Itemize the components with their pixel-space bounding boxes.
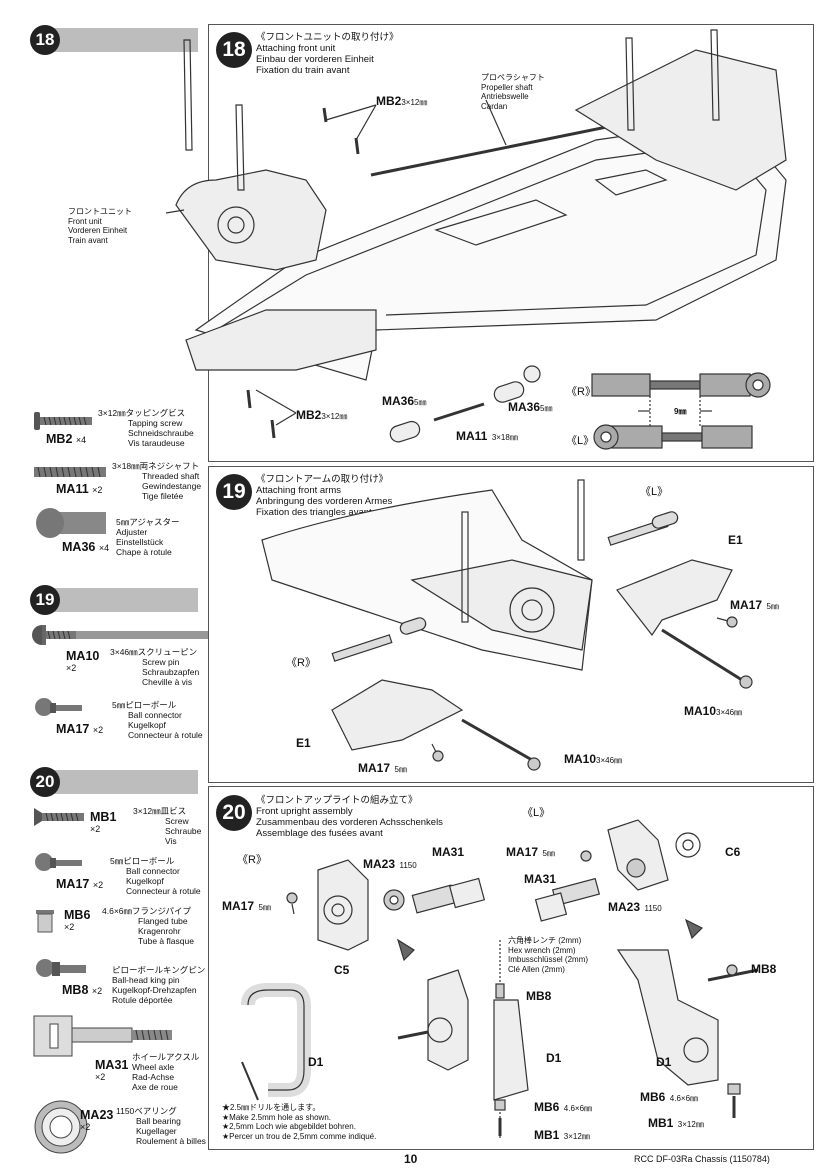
mb8-king-pin-icon: [36, 959, 86, 977]
step20-ma23-right-label: MA23 1150: [608, 900, 662, 914]
step18-sidebar-number: 18: [30, 25, 60, 55]
sidebar-mb8-desc: ピローボールキングピン Ball-head king pin Kugelkopf…: [112, 965, 206, 1005]
step20-ma31-right-label: MA31: [524, 872, 557, 886]
step20-d1-mid-label: D1: [546, 1051, 562, 1065]
step19-e1-top-label: E1: [728, 533, 743, 547]
sidebar-ma10-desc: 3×46㎜スクリューピン Screw pin Schraubzapfen Che…: [110, 647, 200, 687]
page-number: 10: [404, 1152, 418, 1166]
step20-ma23-left-label: MA23 1150: [363, 857, 417, 871]
sidebar-mb1-desc: 3×12㎜皿ビス Screw Schraube Vis: [133, 806, 202, 846]
step18-r-mark: 《R》: [566, 386, 596, 398]
mb1-screw-icon: [34, 808, 84, 826]
sidebar-part-ma11: MA11 ×2: [56, 482, 103, 496]
sidebar-part-mb1: MB1×2: [90, 810, 117, 834]
step20-mb8-mid-label: MB8: [526, 989, 552, 1003]
ma23-ball-bearing-icon: [34, 1100, 88, 1154]
ma17-ball-connector-icon: [35, 698, 82, 716]
sidebar-ma11-desc: 3×18㎜両ネジシャフト Threaded shaft Gewindestang…: [112, 461, 202, 501]
step20-c5-label: C5: [334, 963, 350, 977]
step20-mb1-mid-label: MB1 3×12㎜: [534, 1128, 590, 1142]
step18-ma11-label: MA11 3×18㎜: [456, 429, 518, 443]
step18-chassis-drawing: [165, 29, 787, 439]
step20-d1-left-label: D1: [308, 1055, 324, 1069]
sidebar-ma17-20-desc: 5㎜ピローボール Ball connector Kugelkopf Connec…: [110, 856, 201, 896]
sidebar-ma23-desc: 1150ベアリング Ball bearing Kugellager Roulem…: [116, 1106, 206, 1146]
step19-sidebar-number: 19: [30, 585, 60, 615]
step18-number: 18: [216, 32, 252, 68]
sidebar-part-ma17: MA17 ×2: [56, 722, 104, 736]
sidebar-part-ma31: MA31×2: [95, 1058, 129, 1082]
sidebar-part-mb8: MB8 ×2: [62, 983, 103, 997]
step19-l-mark: 《L》: [640, 486, 669, 498]
step20-ma17-right-label: MA17 5㎜: [506, 845, 555, 859]
step20-c6-label: C6: [725, 845, 741, 859]
mb2-tapping-screw-icon: [34, 412, 92, 430]
sidebar-ma17-desc: 5㎜ピローボール Ball connector Kugelkopf Connec…: [112, 700, 203, 740]
sidebar-mb2-desc: 3×12㎜タッピングビス Tapping screw Schneidschrau…: [98, 408, 194, 448]
step20-mb1-right-label: MB1 3×12㎜: [648, 1116, 704, 1130]
sidebar-part-mb6: MB6×2: [64, 908, 91, 932]
step18-ma36-right-label: MA365㎜: [508, 400, 553, 414]
step20-drill-notes: ★2.5㎜ドリルを通します。★Make 2.5mm hole as shown.…: [222, 1103, 377, 1141]
model-name: RCC DF-03Ra Chassis (1150784): [634, 1154, 770, 1164]
ma36-adjuster-icon: [36, 508, 106, 538]
step20-hex-wrench-label: 六角棒レンチ (2mm)Hex wrench (2mm)Imbusschlüss…: [508, 936, 589, 974]
sidebar-part-ma23: MA23×2: [80, 1108, 114, 1132]
sidebar-ma31-desc: ホイールアクスル Wheel axle Rad-Achse Axe de rou…: [132, 1052, 200, 1092]
step18-mb2-top-label: MB23×12㎜: [376, 94, 428, 108]
step20-ma17-left-label: MA17 5㎜: [222, 899, 271, 913]
mb6-flanged-tube-icon: [36, 910, 54, 933]
step20-l-mark: 《L》: [522, 807, 551, 819]
step20-number: 20: [216, 795, 252, 831]
ma11-threaded-shaft-icon: [34, 466, 106, 478]
sidebar-mb6-desc: 4.6×6㎜フランジパイプ Flanged tube Kragenrohr Tu…: [102, 906, 194, 946]
ma31-wheel-axle-icon: [33, 1015, 172, 1057]
sidebar-part-ma17-20: MA17 ×2: [56, 877, 104, 891]
step20-upright-drawing: [241, 819, 759, 1140]
step20-sidebar-number: 20: [30, 767, 60, 797]
step18-adjuster-assembly-drawing: [389, 365, 541, 443]
step19-ma10-right-label: MA103×46㎜: [684, 704, 743, 718]
sidebar-part-mb2: MB2 ×4: [46, 432, 87, 446]
sidebar-part-ma36: MA36 ×4: [62, 540, 110, 554]
step18-rod-length-drawing: [591, 372, 771, 450]
step20-ma31-left-label: MA31: [432, 845, 465, 859]
sidebar-part-ma10: MA10×2: [66, 649, 100, 673]
step18-dimension-label: 9㎜: [674, 407, 687, 416]
step19-number: 19: [216, 474, 252, 510]
step19-ma10-bottom-label: MA103×46㎜: [564, 752, 623, 766]
step19-e1-bottom-label: E1: [296, 736, 311, 750]
step18-mb2-bottom-label: MB23×12㎜: [296, 408, 348, 422]
ma17-ball-connector-icon-2: [35, 853, 82, 871]
ma10-screw-pin-icon: [32, 625, 222, 645]
step19-ma17-right-label: MA17 5㎜: [730, 598, 779, 612]
step19-front-arms-drawing: [261, 479, 753, 771]
sidebar-ma36-desc: 5㎜アジャスター Adjuster Einstellstück Chape à …: [116, 517, 180, 557]
step20-mb6-mid-label: MB6 4.6×6㎜: [534, 1100, 593, 1114]
step20-mb8-right-label: MB8: [751, 962, 777, 976]
step18-ma36-left-label: MA365㎜: [382, 394, 427, 408]
step19-ma17-bottom-label: MA17 5㎜: [358, 761, 407, 775]
step18-l-mark: 《L》: [566, 435, 595, 447]
step20-mb6-right-label: MB6 4.6×6㎜: [640, 1090, 699, 1104]
step19-r-mark: 《R》: [286, 657, 316, 669]
step20-r-mark: 《R》: [237, 854, 267, 866]
step20-d1-right-label: D1: [656, 1055, 672, 1069]
